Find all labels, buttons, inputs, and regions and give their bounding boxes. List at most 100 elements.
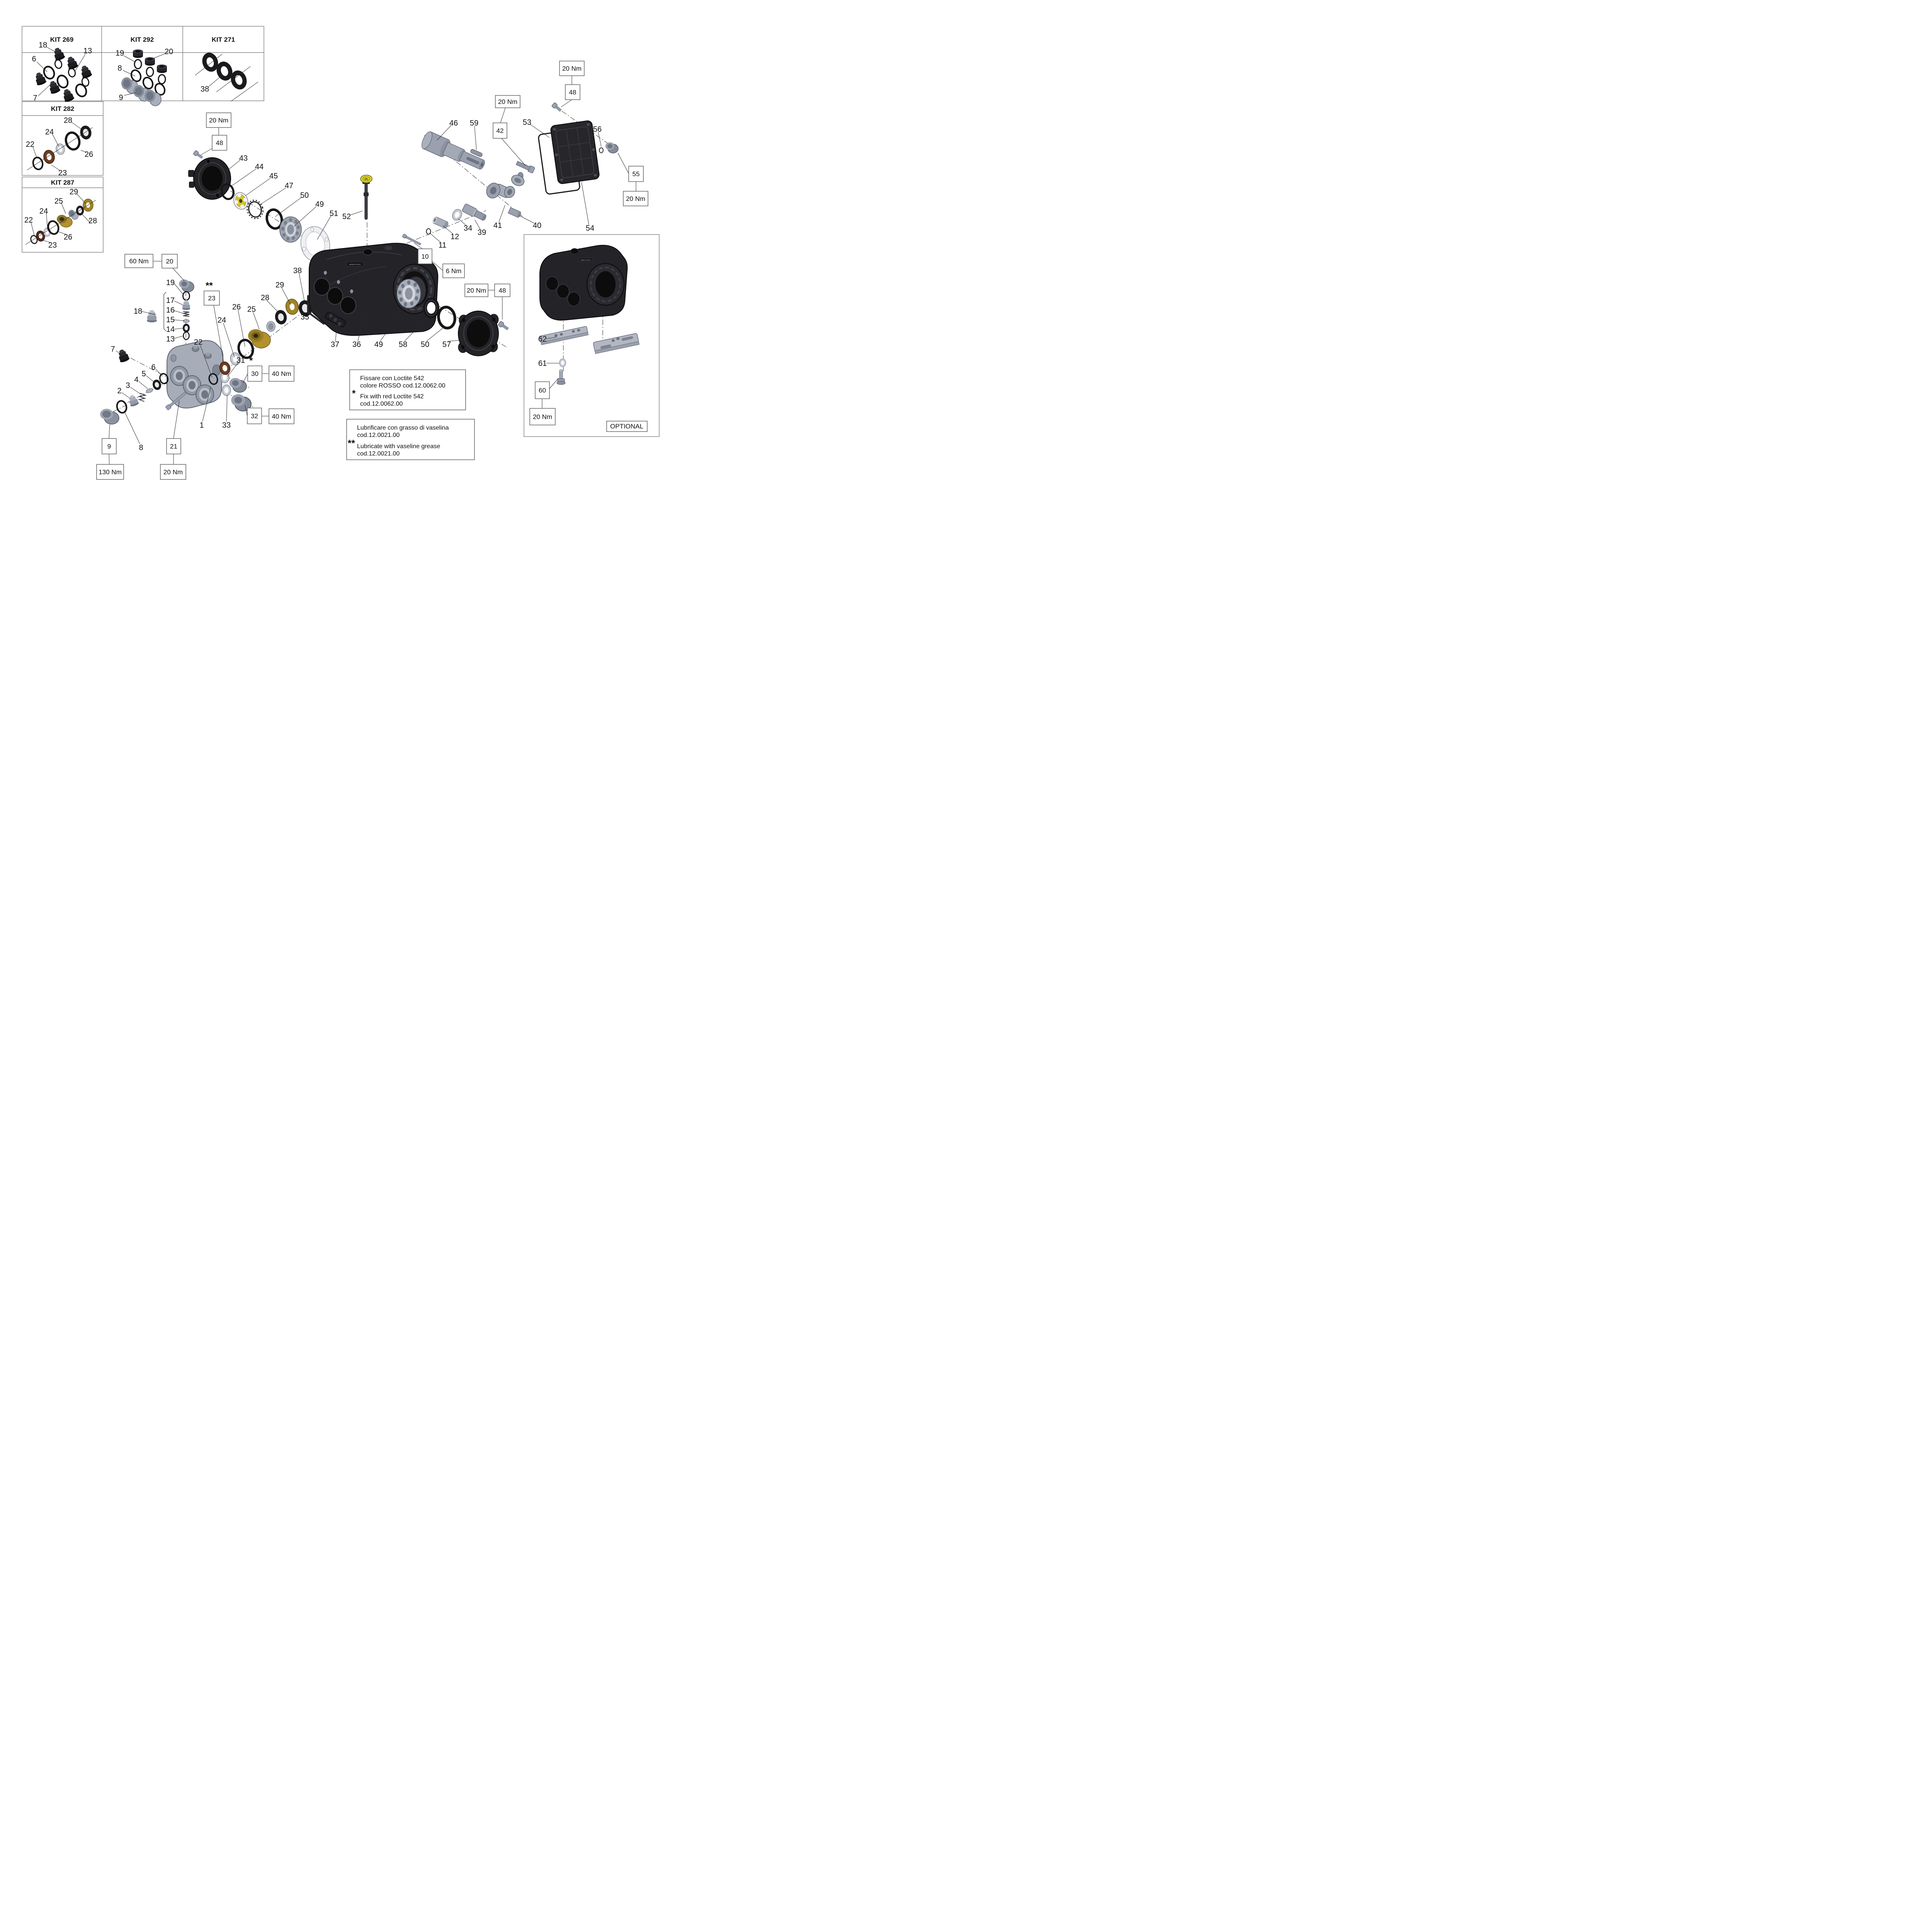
callout-8: 8 (139, 444, 143, 452)
bracket-17-13 (163, 292, 167, 331)
leader-31 (227, 362, 239, 377)
ref-box-label-48: 48 (499, 287, 506, 294)
disc-4 (146, 388, 153, 393)
leader-22 (200, 345, 213, 378)
ref-box-label-60: 60 (539, 387, 546, 394)
callout-9: 9 (119, 93, 123, 102)
ref-box-60-nm (124, 254, 153, 268)
bolt-60 (556, 369, 566, 385)
leader-24 (46, 213, 48, 230)
ref-box-48 (565, 84, 580, 100)
leader-7 (38, 81, 54, 96)
ref-box-label-48: 48 (569, 89, 577, 96)
box-connector (617, 153, 629, 174)
callout-22: 22 (24, 216, 33, 224)
callout-44: 44 (255, 163, 264, 171)
oil-dipstick-52: OIL (360, 175, 372, 220)
clamp-half-41 (511, 175, 525, 186)
leader-40 (519, 215, 535, 224)
callout-25: 25 (54, 197, 63, 206)
oil-cap-text: OIL (364, 178, 368, 181)
ref-box-label-23: 23 (208, 295, 216, 302)
ref-box-label-32: 32 (251, 413, 258, 420)
ref-box-label-20-nm: 20 Nm (498, 98, 517, 105)
ref-box-20-nm (559, 61, 585, 76)
callout-29: 29 (276, 281, 284, 289)
ref-box-label-6-nm: 6 Nm (446, 267, 462, 275)
ref-box-20-nm (495, 95, 520, 108)
leader-29 (77, 194, 86, 204)
bearing-cover-43 (188, 157, 231, 200)
leader-35 (308, 309, 317, 314)
ref-box-label-20-nm: 20 Nm (467, 287, 486, 294)
leader-34 (458, 218, 466, 226)
kit282-parts (27, 124, 93, 170)
callout-8: 8 (117, 64, 122, 73)
kit292-title: KIT 292 (131, 36, 154, 43)
piston-chain (207, 298, 300, 386)
callout-17: 17 (166, 296, 175, 305)
ref-box-42 (493, 122, 507, 139)
leader-6 (36, 61, 48, 72)
leader-24 (52, 134, 59, 147)
leader-59 (474, 126, 477, 150)
leader-29 (281, 287, 291, 305)
callout-28: 28 (261, 294, 269, 302)
leader-26 (238, 309, 245, 347)
callout-22: 22 (194, 338, 202, 347)
leader-5 (146, 375, 155, 383)
exploded-parts-diagram: KIT 269 KIT 292 KIT 271 KIT 282 KIT 287 (0, 0, 679, 480)
leader-44 (232, 168, 257, 186)
kit287-title: KIT 287 (51, 179, 74, 186)
washer-61 (559, 358, 566, 367)
callouts-layer: 1861371989203828242223262925242223262843… (24, 41, 602, 452)
callout-38: 38 (201, 85, 209, 93)
seal-45 (233, 192, 248, 210)
callout-3: 3 (126, 381, 130, 390)
spacer-12 (432, 216, 449, 229)
note-loctite: Fissare con Loctite 542 colore ROSSO cod… (349, 369, 466, 410)
callout-38: 38 (293, 267, 302, 275)
callout-4: 4 (134, 376, 138, 384)
rear-cover-54 (550, 120, 600, 184)
box-connector (201, 148, 213, 155)
callout-6: 6 (151, 363, 155, 372)
leader-lines-layer (31, 47, 636, 465)
callout-26: 26 (85, 150, 93, 159)
bracket-62 (539, 326, 589, 345)
leader-18 (46, 47, 56, 52)
leader-45 (245, 178, 271, 196)
kit287-piston (57, 215, 73, 228)
callout-16: 16 (166, 306, 175, 314)
plunger-39 (462, 204, 486, 221)
callout-39: 39 (478, 228, 486, 237)
kit282-title: KIT 282 (51, 105, 74, 112)
callout-22: 22 (26, 140, 34, 149)
callout-45: 45 (269, 172, 278, 180)
callout-54: 54 (586, 224, 594, 233)
ref-box-48 (494, 284, 510, 297)
callout-23: 23 (48, 241, 57, 250)
leader-26 (80, 150, 87, 153)
ref-box-label-40-nm: 40 Nm (272, 370, 291, 377)
note-grease-en1: Lubricate with vaseline grease (357, 443, 440, 450)
ref-box-label-42: 42 (497, 127, 504, 134)
callout-12: 12 (451, 233, 459, 241)
box-connector (549, 378, 559, 389)
leader-52 (350, 211, 363, 215)
diagram-svg: KIT 269 KIT 292 KIT 271 KIT 282 KIT 287 (22, 26, 660, 480)
leader-12 (442, 225, 453, 234)
leader-50 (275, 197, 302, 217)
bearing-flange-57 (458, 311, 499, 356)
ref-box-label-130-nm: 130 Nm (99, 469, 122, 476)
callout-53: 53 (523, 118, 531, 127)
callout-47: 47 (285, 182, 293, 190)
screw-48-front (193, 150, 204, 160)
optional-label-box (606, 421, 648, 432)
ref-box-20-nm (160, 464, 186, 480)
ref-box-label-20-nm: 20 Nm (163, 469, 183, 476)
box-connector (414, 243, 423, 249)
callout-35: 35 (301, 313, 309, 321)
leader-9 (124, 92, 136, 96)
stud-plate-37 (325, 312, 346, 327)
